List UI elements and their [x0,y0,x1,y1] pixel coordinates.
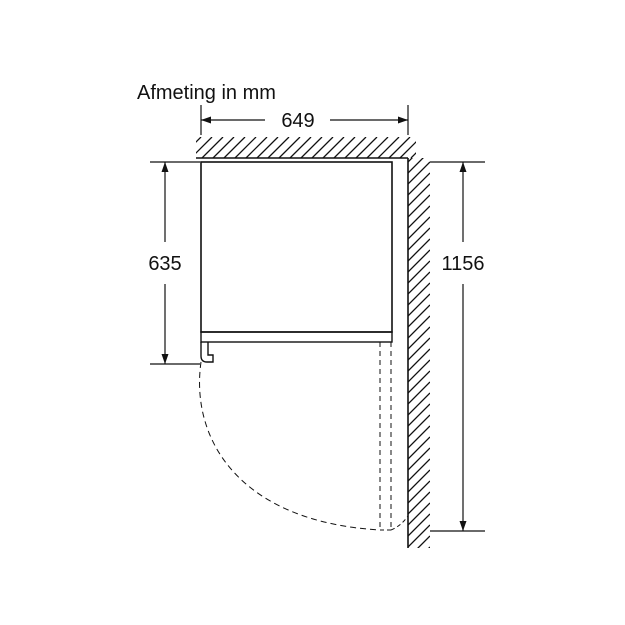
hatch-stroke [234,137,257,158]
hatch-stroke [408,513,430,537]
hatch-stroke [408,205,430,229]
hatch-stroke [408,304,430,328]
hatch-stroke [408,260,430,284]
hatch-stroke [196,137,202,143]
hatch-stroke [408,172,430,196]
hatch-stroke [408,249,430,273]
hatch-stroke [410,152,416,158]
hatch-stroke [408,425,430,449]
hatch-stroke [408,558,430,580]
hatch-stroke [256,137,279,158]
hatch-stroke [408,293,430,317]
door-swing-arc [199,361,381,531]
depth-label: 635 [148,253,181,275]
appliance-body [200,161,393,333]
hatch-stroke [408,370,430,394]
hatch-stroke [408,161,430,185]
hatch-stroke [344,137,367,158]
hatch-stroke [408,238,430,262]
hatch-stroke [408,158,413,163]
hatch-stroke [408,414,430,438]
right-wall-hatch [408,158,430,580]
hatch-stroke [278,137,301,158]
hatch-stroke [366,137,389,158]
hatch-stroke [408,491,430,515]
door-panel [200,331,393,343]
hatch-stroke [408,326,430,350]
hatch-stroke [289,137,312,158]
top-wall-hatch [196,137,454,158]
width-label: 649 [281,110,314,132]
hatch-stroke [408,227,430,251]
hatch-stroke [408,469,430,493]
hatch-stroke [408,183,430,207]
hatch-stroke [408,392,430,416]
hatch-stroke [399,141,416,158]
caption-label: Afmeting in mm [137,82,276,104]
hatch-stroke [408,458,430,482]
hatch-stroke [408,436,430,460]
hatch-stroke [433,137,454,158]
hatch-stroke [377,137,400,158]
hatch-stroke [311,137,334,158]
total-depth-label: 1156 [441,253,484,275]
hatch-stroke [408,271,430,295]
hatch-stroke [223,137,246,158]
hatch-stroke [245,137,268,158]
hatch-stroke [408,282,430,306]
hatch-stroke [212,137,235,158]
hatch-stroke [408,216,430,240]
hatch-stroke [417,535,430,548]
door-hinge-arc [390,515,409,531]
hatch-stroke [408,315,430,339]
hatch-stroke [201,137,224,158]
hatch-stroke [322,137,345,158]
hatch-stroke [408,348,430,372]
hatch-stroke [388,137,411,158]
hatch-stroke [408,337,430,361]
hatch-stroke [428,546,430,548]
hatch-stroke [333,137,356,158]
hatch-stroke [408,524,430,548]
door-handle [200,342,214,363]
hatch-stroke [300,137,323,158]
hatch-stroke [196,137,213,154]
hatch-stroke [408,447,430,471]
hatch-stroke [408,381,430,405]
hatch-stroke [355,137,378,158]
hatch-stroke [267,137,290,158]
hatch-stroke [408,403,430,427]
hatch-stroke [422,137,443,158]
hatch-stroke [408,359,430,383]
hatch-stroke [408,194,430,218]
hatch-stroke [408,158,424,174]
hatch-stroke [408,502,430,526]
hatch-stroke [408,480,430,504]
